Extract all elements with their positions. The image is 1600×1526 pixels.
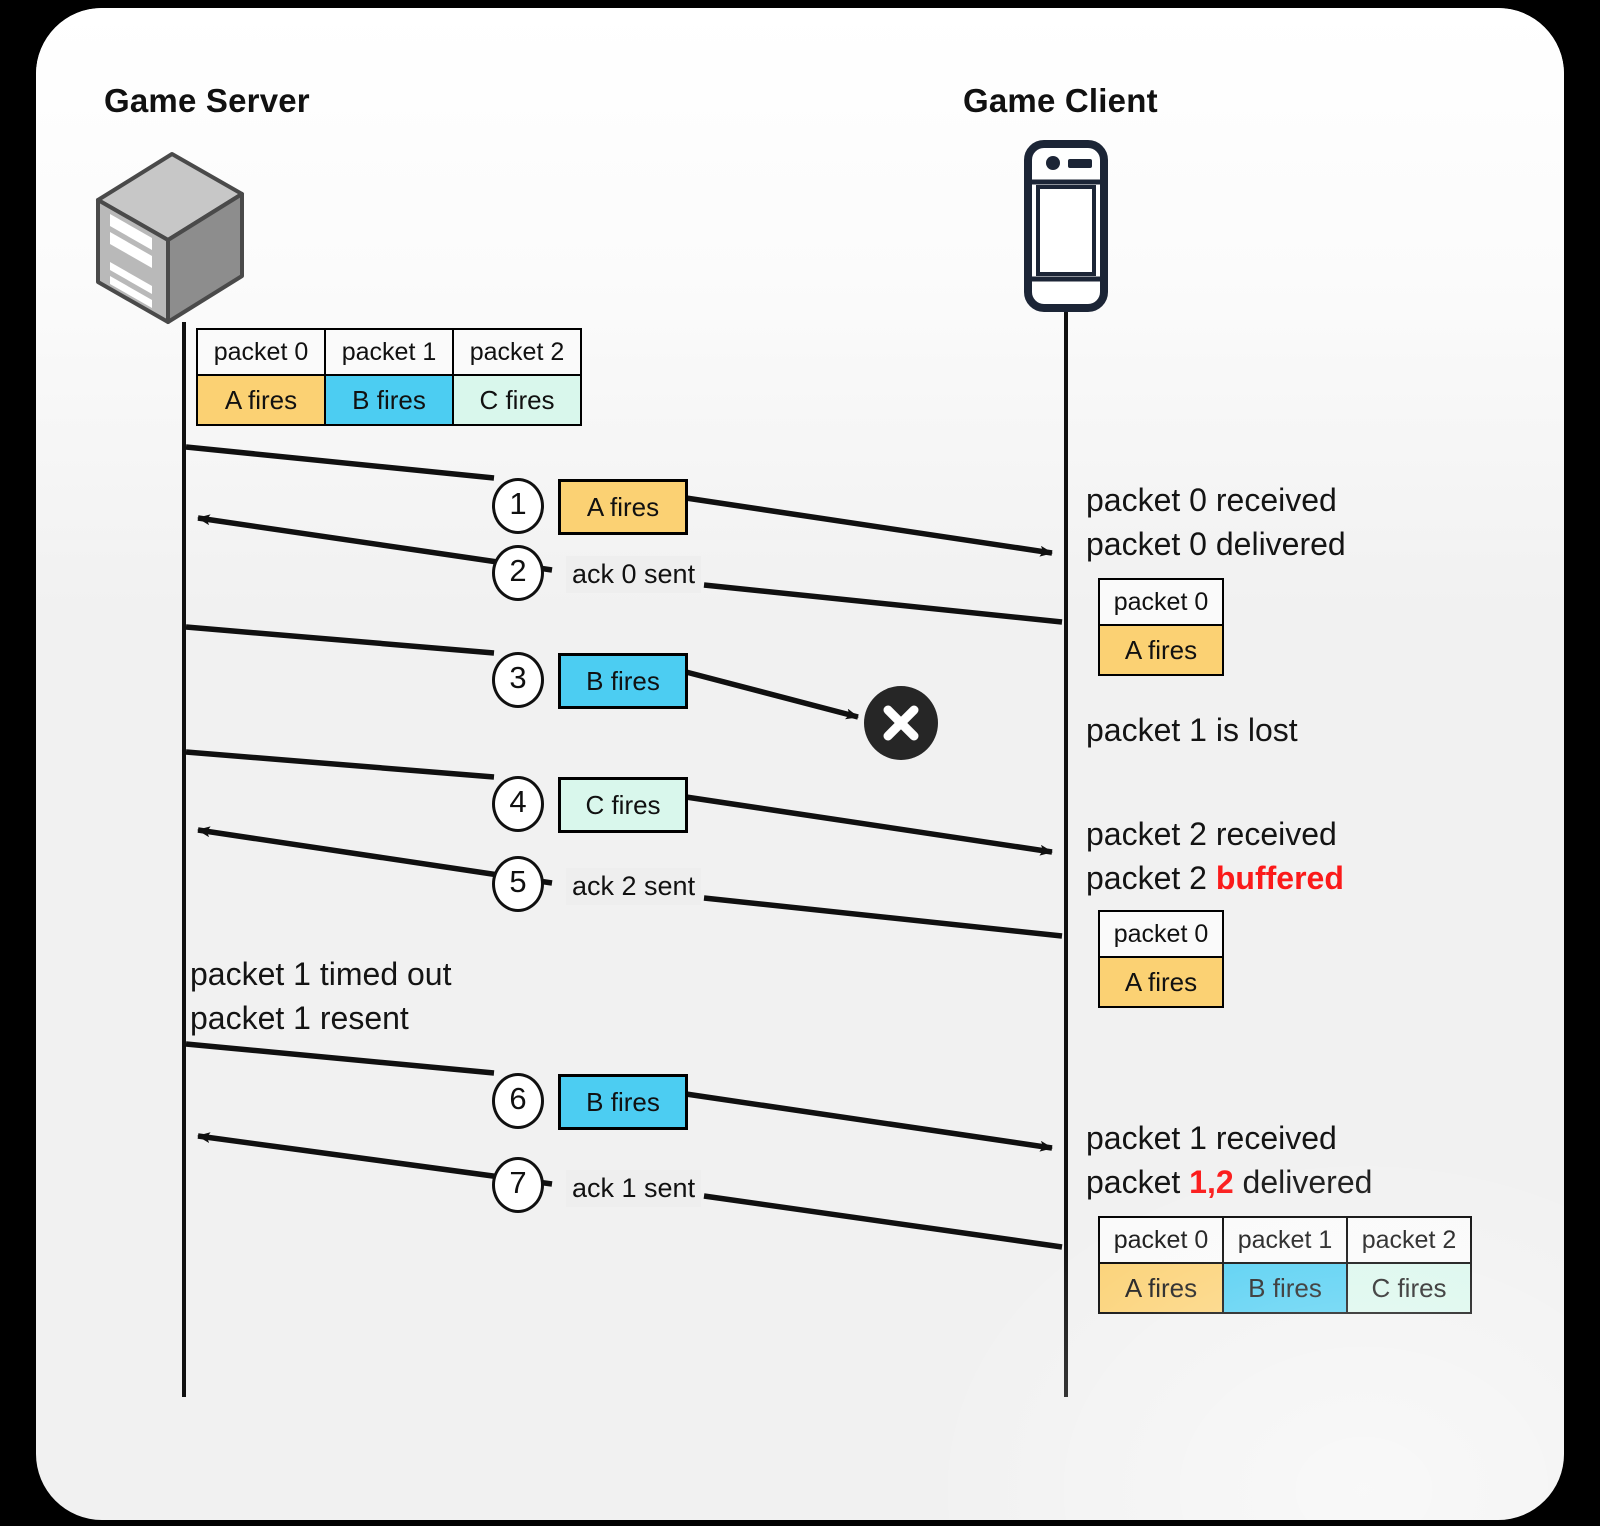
note-server-timeout-line-2: packet 1 resent [190, 1000, 409, 1036]
client-buffer-table-3: packet 0 packet 1 packet 2 A fires B fir… [1098, 1216, 1472, 1314]
message-box-step-1: A fires [558, 479, 688, 535]
note-client-packet-2-line-2: packet 2 buffered [1086, 856, 1344, 900]
table-row-headers: packet 0 [1098, 910, 1224, 958]
queue-header-2: packet 2 [452, 328, 582, 376]
lifeline-client [1064, 312, 1068, 1397]
arrow-7-right-segment [703, 1193, 1063, 1250]
buffer3-value-1: B fires [1222, 1262, 1348, 1314]
step-badge-3[interactable]: 3 [492, 652, 544, 708]
lane-title-client: Game Client [963, 82, 1158, 119]
server-packet-queue-table: packet 0 packet 1 packet 2 A fires B fir… [196, 328, 582, 426]
note-server-timeout: packet 1 timed out packet 1 resent [190, 952, 451, 1040]
arrow-1-left-segment [185, 444, 495, 481]
step-badge-2[interactable]: 2 [492, 545, 544, 601]
message-box-step-3: B fires [558, 653, 688, 709]
queue-header-1: packet 1 [324, 328, 454, 376]
mobile-phone-icon [1024, 140, 1108, 312]
buffer3-header-1: packet 1 [1222, 1216, 1348, 1264]
note-client-packet-2-line-1: packet 2 received [1086, 816, 1337, 852]
client-buffer-table-2: packet 0 A fires [1098, 910, 1224, 1008]
buffer3-header-0: packet 0 [1098, 1216, 1224, 1264]
note-server-timeout-line-1: packet 1 timed out [190, 956, 452, 992]
note-client-packet-0-line-1: packet 0 received [1086, 482, 1337, 518]
buffer3-value-0: A fires [1098, 1262, 1224, 1314]
step-badge-4[interactable]: 4 [492, 776, 544, 832]
queue-value-2: C fires [452, 374, 582, 426]
arrow-5-right-segment [703, 895, 1063, 939]
note-client-packet-1-highlight: 1,2 [1189, 1164, 1234, 1200]
arrow-3-left-segment [185, 624, 495, 656]
table-row-values: A fires B fires C fires [1098, 1262, 1472, 1314]
buffer2-header-0: packet 0 [1098, 910, 1224, 958]
server-icon [94, 148, 246, 326]
message-label-step-5: ack 2 sent [566, 868, 702, 905]
table-row-headers: packet 0 [1098, 578, 1224, 626]
diagram-stage: Game Server Game Client [36, 8, 1564, 1520]
note-client-packet-1-prefix: packet [1086, 1164, 1190, 1200]
buffer1-value-0: A fires [1098, 624, 1224, 676]
message-label-step-7: ack 1 sent [566, 1170, 702, 1207]
table-row-headers: packet 0 packet 1 packet 2 [196, 328, 582, 376]
client-buffer-table-1: packet 0 A fires [1098, 578, 1224, 676]
note-client-packet-lost: packet 1 is lost [1086, 712, 1298, 748]
note-client-packet-0-line-2: packet 0 delivered [1086, 526, 1346, 562]
diagram-card: Game Server Game Client [36, 8, 1564, 1520]
buffer3-header-2: packet 2 [1346, 1216, 1472, 1264]
note-client-packet-1-line-1: packet 1 received [1086, 1120, 1337, 1156]
message-box-step-4: C fires [558, 777, 688, 833]
arrow-6-left-segment [185, 1041, 495, 1076]
step-badge-7[interactable]: 7 [492, 1157, 544, 1213]
arrow-1-right-segment [685, 495, 1053, 557]
message-box-step-6: B fires [558, 1074, 688, 1130]
x-circle-icon [864, 686, 938, 760]
note-client-packet-2-highlight: buffered [1215, 860, 1344, 896]
table-row-headers: packet 0 packet 1 packet 2 [1098, 1216, 1472, 1264]
message-label-step-2: ack 0 sent [566, 556, 702, 593]
step-badge-5[interactable]: 5 [492, 856, 544, 912]
note-client-packet-2-prefix: packet 2 [1086, 860, 1216, 896]
table-row-values: A fires [1098, 956, 1224, 1008]
buffer1-header-0: packet 0 [1098, 578, 1224, 626]
step-badge-1[interactable]: 1 [492, 478, 544, 534]
queue-value-0: A fires [196, 374, 326, 426]
note-client-packet-1-suffix: delivered [1233, 1164, 1373, 1200]
arrow-6-right-segment [685, 1091, 1053, 1152]
queue-value-1: B fires [324, 374, 454, 426]
note-client-packet-1: packet 1 received packet 1,2 delivered [1086, 1116, 1372, 1204]
buffer2-value-0: A fires [1098, 956, 1224, 1008]
note-client-packet-1-line-2: packet 1,2 delivered [1086, 1160, 1372, 1204]
queue-header-0: packet 0 [196, 328, 326, 376]
arrow-3-right-segment [685, 669, 859, 720]
table-row-values: A fires B fires C fires [196, 374, 582, 426]
table-row-values: A fires [1098, 624, 1224, 676]
note-client-packet-0: packet 0 received packet 0 delivered [1086, 478, 1346, 566]
lifeline-server [182, 322, 186, 1397]
arrow-2-right-segment [703, 582, 1063, 625]
note-client-packet-2: packet 2 received packet 2 buffered [1086, 812, 1344, 900]
buffer3-value-2: C fires [1346, 1262, 1472, 1314]
lane-title-server: Game Server [104, 82, 310, 119]
arrow-4-left-segment [185, 749, 495, 780]
arrow-4-right-segment [685, 794, 1053, 856]
step-badge-6[interactable]: 6 [492, 1073, 544, 1129]
